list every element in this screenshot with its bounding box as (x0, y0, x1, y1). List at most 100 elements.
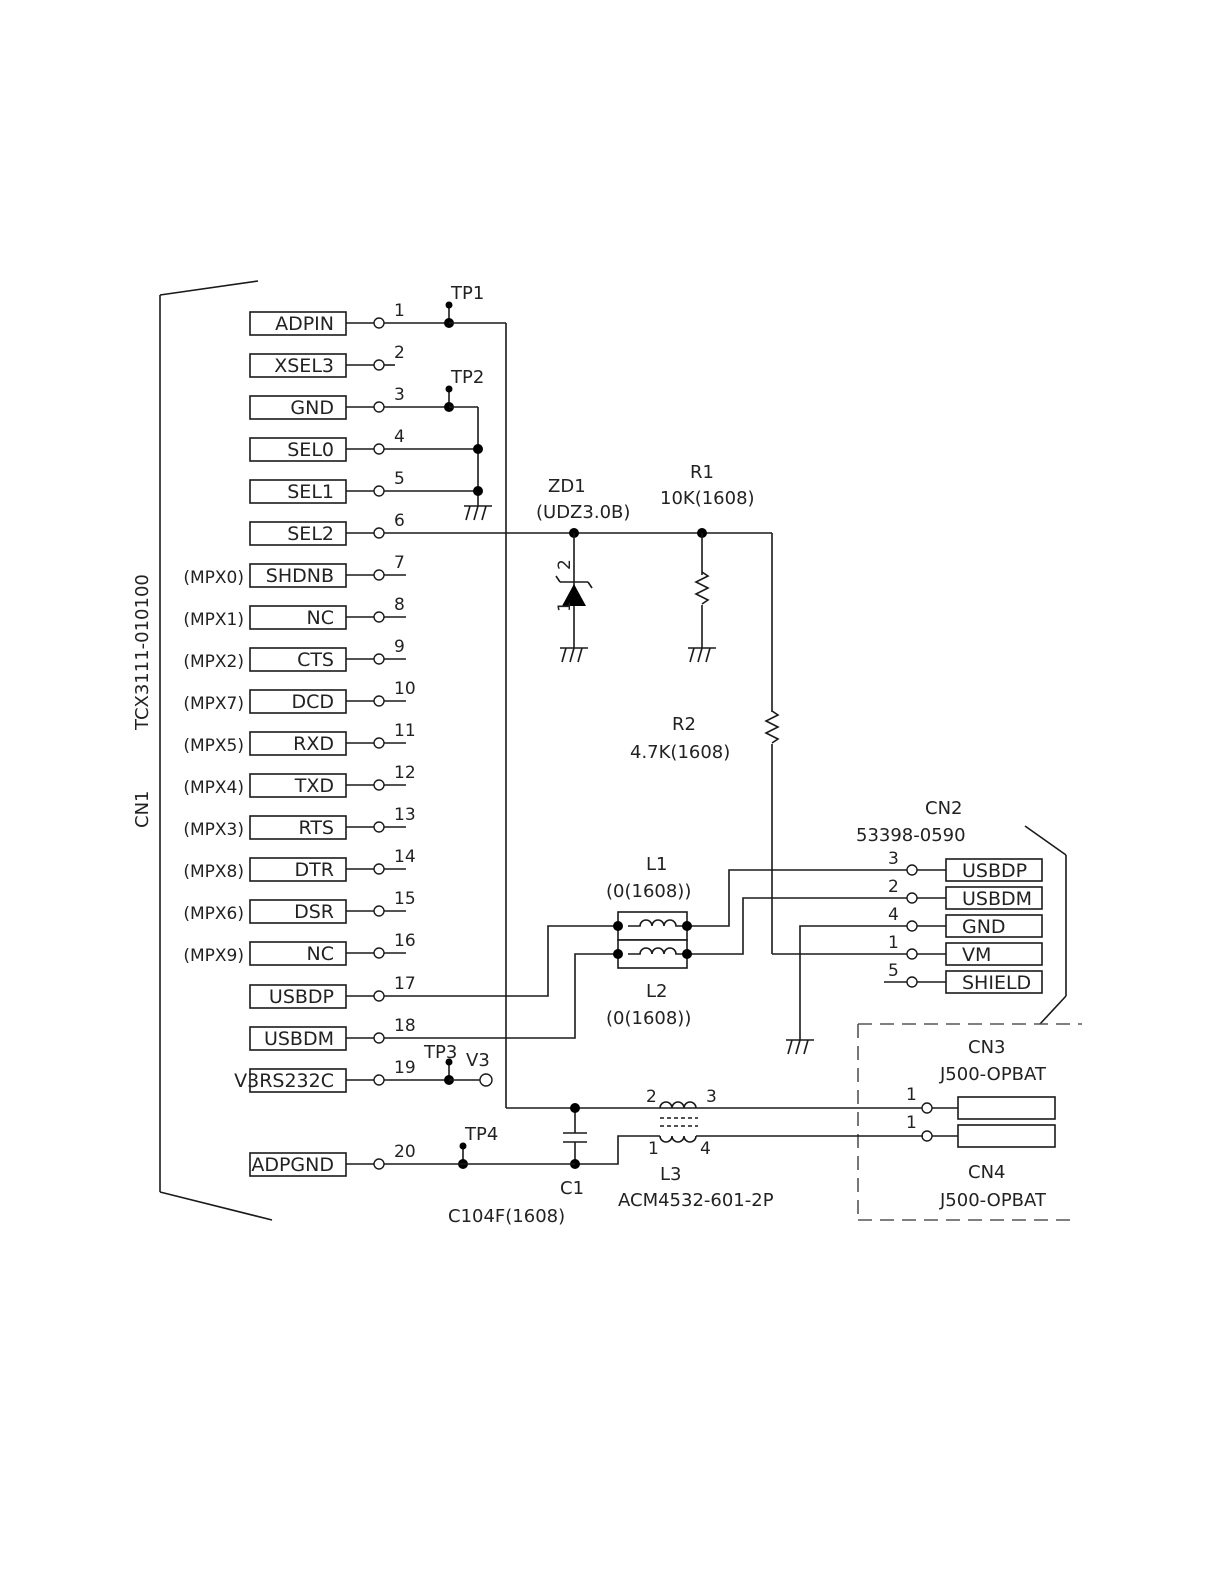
signal-label: USBDP (269, 986, 334, 1008)
l2-value-label: (0(1608)) (606, 1008, 691, 1029)
pin-number: 16 (394, 931, 416, 951)
pin-number: 5 (394, 469, 405, 489)
signal-label: TXD (294, 775, 334, 797)
mpx-label: (MPX4) (183, 778, 244, 798)
pin-number: 19 (394, 1058, 416, 1078)
cn1-part-label: TCX3111-010100 (132, 574, 153, 731)
pin-number: 8 (394, 595, 405, 615)
pin-terminal (906, 920, 918, 932)
cn1-pin: V3RS232C 19 (234, 1058, 449, 1093)
tp1-net (444, 301, 923, 1109)
tp2-label: TP2 (450, 367, 484, 388)
pin-number: 5 (888, 961, 899, 981)
cn1-pin: DTR 14 (MPX8) (183, 847, 415, 882)
cn4-pin-label: 1 (906, 1113, 917, 1133)
pin-terminal (373, 1032, 385, 1044)
zd1-pin-a: 2 (555, 559, 575, 570)
signal-label: SEL0 (287, 439, 334, 461)
cn4-terminal (921, 1124, 1056, 1148)
signal-box (945, 970, 1043, 994)
pin-number: 11 (394, 721, 416, 741)
pin-terminal (373, 821, 385, 833)
pin-terminal (373, 990, 385, 1002)
resistor-r2 (764, 710, 780, 744)
signal-label: V3RS232C (234, 1070, 334, 1092)
pin-number: 7 (394, 553, 405, 573)
usb-routing (384, 869, 912, 1040)
pin-terminal (373, 905, 385, 917)
signal-label: XSEL3 (274, 355, 334, 377)
pin-number: 2 (394, 343, 405, 363)
tp3-label: TP3 (423, 1042, 457, 1063)
zd1-value-label: (UDZ3.0B) (536, 502, 630, 523)
pin-number: 17 (394, 974, 416, 994)
pin-terminal (373, 1158, 385, 1170)
tp2-net (444, 385, 483, 506)
pin-number: 14 (394, 847, 416, 867)
signal-label: RXD (293, 733, 334, 755)
c1-ref-label: C1 (560, 1178, 584, 1199)
ground-symbol (786, 1039, 814, 1055)
signal-label: NC (307, 607, 334, 629)
signal-label: VM (962, 944, 991, 966)
pin-number: 4 (394, 427, 405, 447)
tp3-net (444, 1058, 493, 1087)
cn3-part-label: J500-OPBAT (939, 1064, 1047, 1085)
tp4-label: TP4 (464, 1124, 498, 1145)
pin-terminal (373, 317, 385, 329)
mpx-label: (MPX7) (183, 694, 244, 714)
pin-number: 3 (888, 849, 899, 869)
cn1-pin-list: ADPIN1XSEL32GND3SEL04SEL15SEL26SHDNB7(MP… (183, 301, 574, 1177)
cn2-pin: 1VM (888, 933, 1043, 966)
v3-label: V3 (466, 1050, 490, 1071)
l3-pin-4: 4 (700, 1139, 711, 1159)
pin-terminal (373, 863, 385, 875)
pin-terminal (373, 569, 385, 581)
pin-number: 10 (394, 679, 416, 699)
pin-terminal (906, 892, 918, 904)
r1-value-label: 10K(1608) (660, 488, 755, 509)
cn4-ref-label: CN4 (968, 1162, 1006, 1183)
cn4-part-label: J500-OPBAT (939, 1190, 1047, 1211)
pin-terminal (373, 359, 385, 371)
pin-number: 15 (394, 889, 416, 909)
mpx-label: (MPX8) (183, 862, 244, 882)
l3-value-label: ACM4532-601-2P (618, 1190, 774, 1211)
r2-ref-label: R2 (672, 714, 696, 735)
pin-number: 6 (394, 511, 405, 531)
signal-label: DSR (294, 901, 334, 923)
signal-label: SEL1 (287, 481, 334, 503)
cn3-ref-label: CN3 (968, 1037, 1006, 1058)
mpx-label: (MPX9) (183, 946, 244, 966)
pin-number: 20 (394, 1142, 416, 1162)
cn2-ref-label: CN2 (925, 798, 963, 819)
r1-ref-label: R1 (690, 462, 714, 483)
signal-label: DTR (295, 859, 334, 881)
pin-terminal (373, 947, 385, 959)
cn1-pin: SEL0 4 (249, 427, 478, 462)
mpx-label: (MPX2) (183, 652, 244, 672)
l1-ref-label: L1 (646, 854, 667, 875)
pin-terminal (373, 401, 385, 413)
signal-label: USBDM (962, 888, 1032, 910)
c1-value-label: C104F(1608) (448, 1206, 565, 1227)
cn2-part-label: 53398-0590 (856, 825, 966, 846)
cn3-pin-label: 1 (906, 1085, 917, 1105)
pin-number: 1 (394, 301, 405, 321)
cn1-pin: SEL1 5 (249, 469, 478, 504)
l3-pin-2: 2 (646, 1087, 657, 1107)
signal-label: GND (290, 397, 334, 419)
pin-terminal (373, 1074, 385, 1086)
